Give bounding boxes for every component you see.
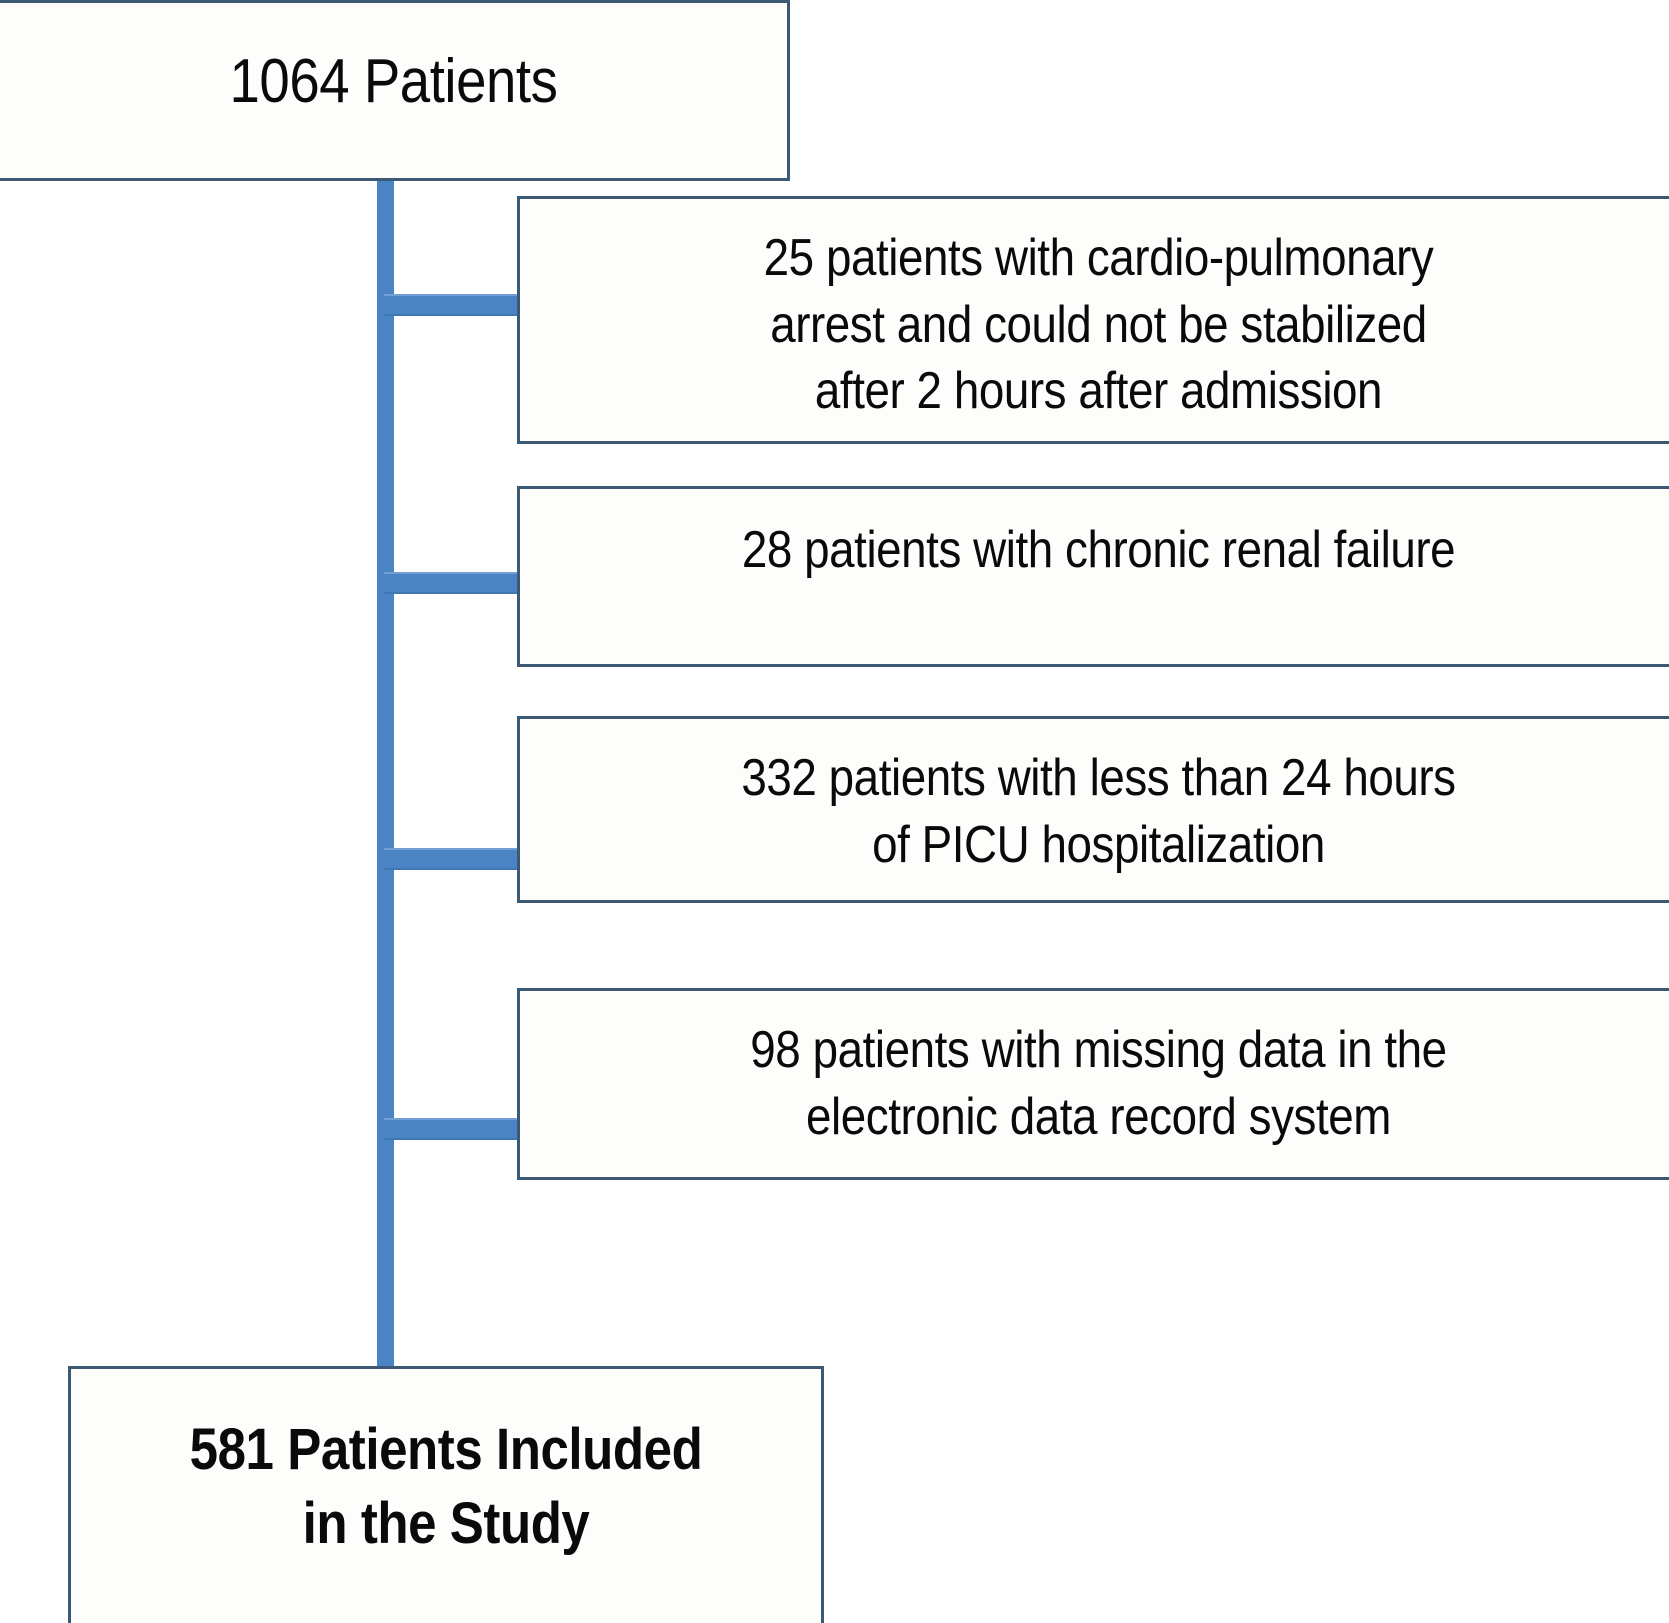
branch-connector-1 — [384, 294, 548, 316]
node-included-patients-label: 581 Patients Included in the Study — [189, 1417, 703, 1557]
node-exclusion-3-label: 332 patients with less than 24 hours of … — [741, 749, 1456, 874]
branch-connector-2 — [384, 572, 548, 594]
branch-connector-4 — [384, 1118, 548, 1140]
branch-connector-3 — [384, 848, 548, 870]
node-exclusion-chronic-renal-failure: 28 patients with chronic renal failure — [517, 486, 1669, 667]
node-exclusion-missing-data: 98 patients with missing data in the ele… — [517, 988, 1669, 1180]
node-exclusion-4-label: 98 patients with missing data in the ele… — [750, 1021, 1447, 1146]
node-included-patients: 581 Patients Included in the Study — [68, 1366, 824, 1623]
node-total-patients: 1064 Patients — [0, 0, 790, 181]
node-exclusion-2-label: 28 patients with chronic renal failure — [741, 521, 1456, 579]
node-exclusion-short-picu-stay: 332 patients with less than 24 hours of … — [517, 716, 1669, 903]
main-spine-connector — [377, 168, 394, 1383]
node-exclusion-1-label: 25 patients with cardio-pulmonary arrest… — [763, 229, 1434, 421]
node-total-patients-label: 1064 Patients — [229, 46, 558, 116]
node-exclusion-cardiopulmonary-arrest: 25 patients with cardio-pulmonary arrest… — [517, 196, 1669, 444]
